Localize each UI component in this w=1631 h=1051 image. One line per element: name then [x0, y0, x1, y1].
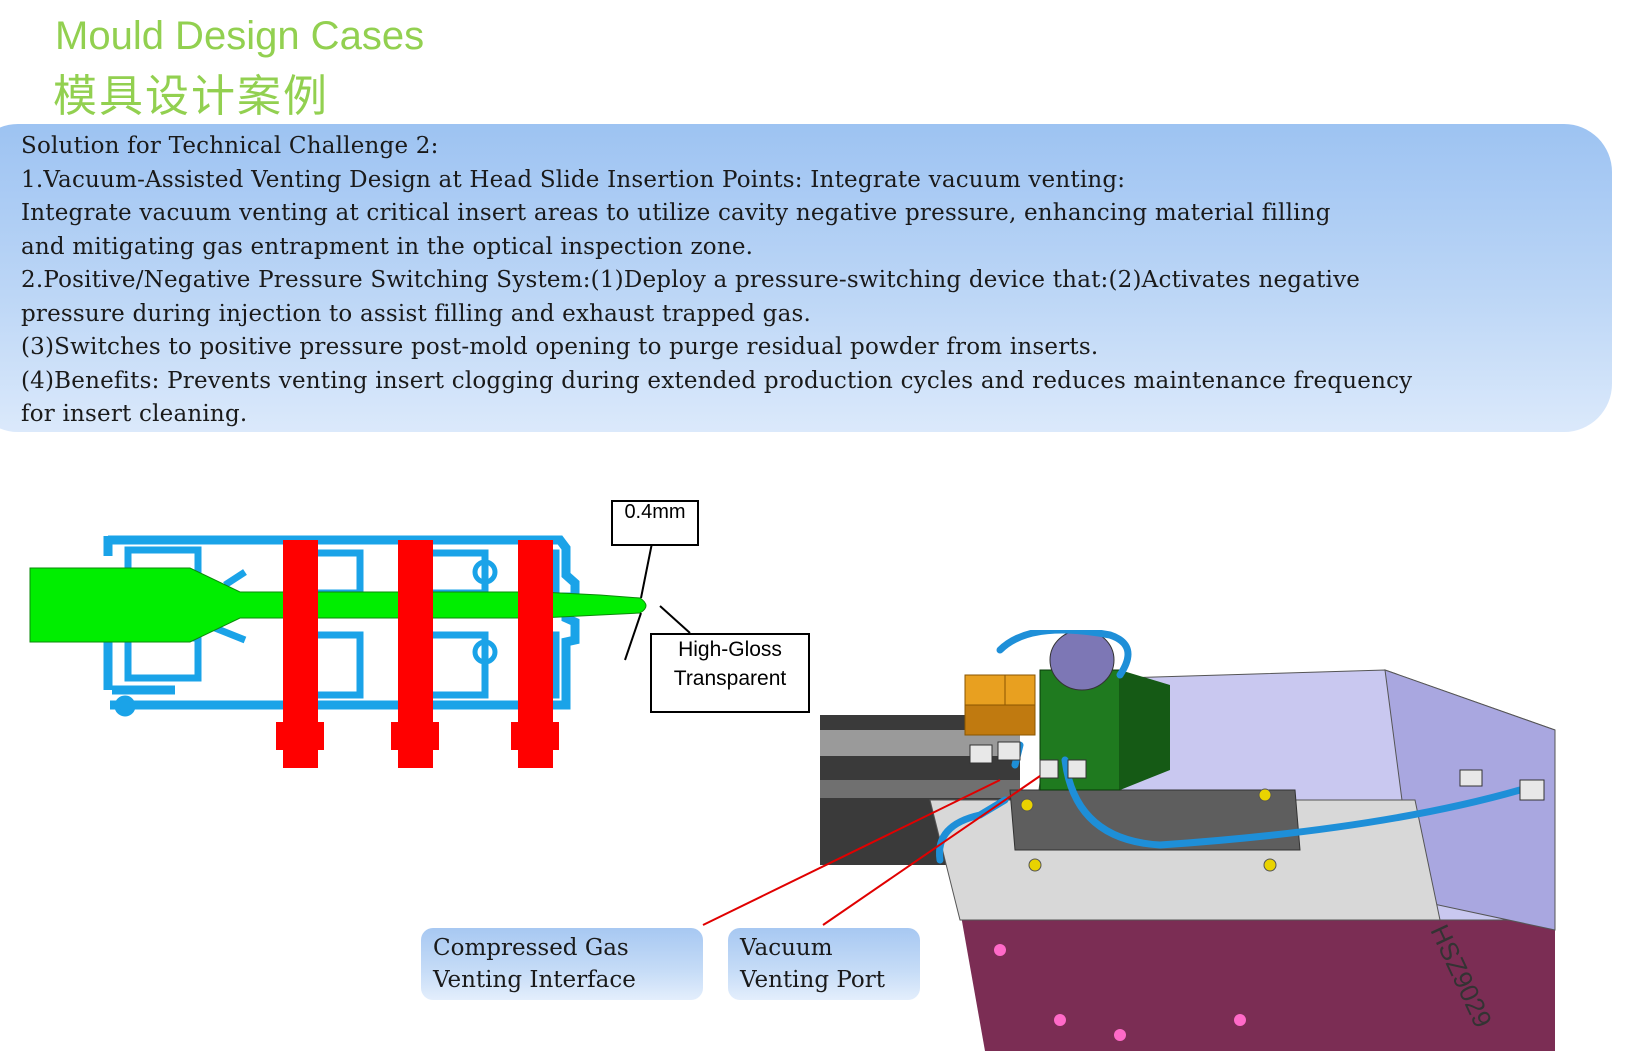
solution-line: 2.Positive/Negative Pressure Switching S… [21, 267, 1361, 293]
mold-cross-section-diagram [29, 535, 691, 768]
mold-assembly-diagram: HSZ9029 [820, 630, 1556, 1051]
gas-label-line2: Venting Interface [433, 967, 636, 993]
solution-line: pressure during injection to assist fill… [21, 300, 812, 327]
solution-line: (3)Switches to positive pressure post-mo… [21, 334, 1099, 360]
bolt-holes [994, 944, 1246, 1041]
gloss-label-line2: Transparent [673, 667, 787, 690]
solution-line: (4)Benefits: Prevents venting insert clo… [21, 367, 1413, 394]
gloss-label-line1: High-Gloss [678, 638, 782, 661]
vacuum-pointer-line [822, 775, 1041, 926]
gas-label-line1: Compressed Gas [433, 935, 629, 961]
molded-part [29, 567, 647, 643]
vacuum-label-line2: Venting Port [740, 967, 885, 993]
gas-pointer-line [702, 779, 1001, 926]
gas-interface-label: Compressed Gas Venting Interface [421, 928, 703, 1000]
mold-body [960, 910, 1555, 1051]
dimension-label: 0.4mm [624, 501, 686, 523]
solution-line: and mitigating gas entrapment in the opt… [21, 233, 754, 260]
pressure-gauge [1049, 630, 1115, 691]
vacuum-label-line1: Vacuum [740, 935, 833, 961]
ejector-inserts [276, 540, 559, 768]
page-title-cn: 模具设计案例 [53, 71, 329, 122]
gloss-callout: High-Gloss Transparent [650, 633, 810, 713]
vacuum-port-label: Vacuum Venting Port [728, 928, 920, 1000]
solution-line: Integrate vacuum venting at critical ins… [21, 200, 1331, 226]
hose-fittings [969, 741, 1545, 801]
solution-text: Solution for Technical Challenge 2: 1.Va… [21, 130, 1601, 432]
dimension-pointers [624, 542, 691, 661]
solution-line: 1.Vacuum-Assisted Venting Design at Head… [21, 166, 1126, 193]
solution-panel [0, 124, 1612, 432]
solution-line: for insert cleaning. [21, 401, 248, 427]
page-title-en: Mould Design Cases [55, 14, 425, 58]
dimension-callout: 0.4mm [611, 500, 699, 546]
solution-line: Solution for Technical Challenge 2: [21, 133, 439, 159]
screws [1020, 788, 1277, 872]
mold-details [114, 559, 498, 717]
